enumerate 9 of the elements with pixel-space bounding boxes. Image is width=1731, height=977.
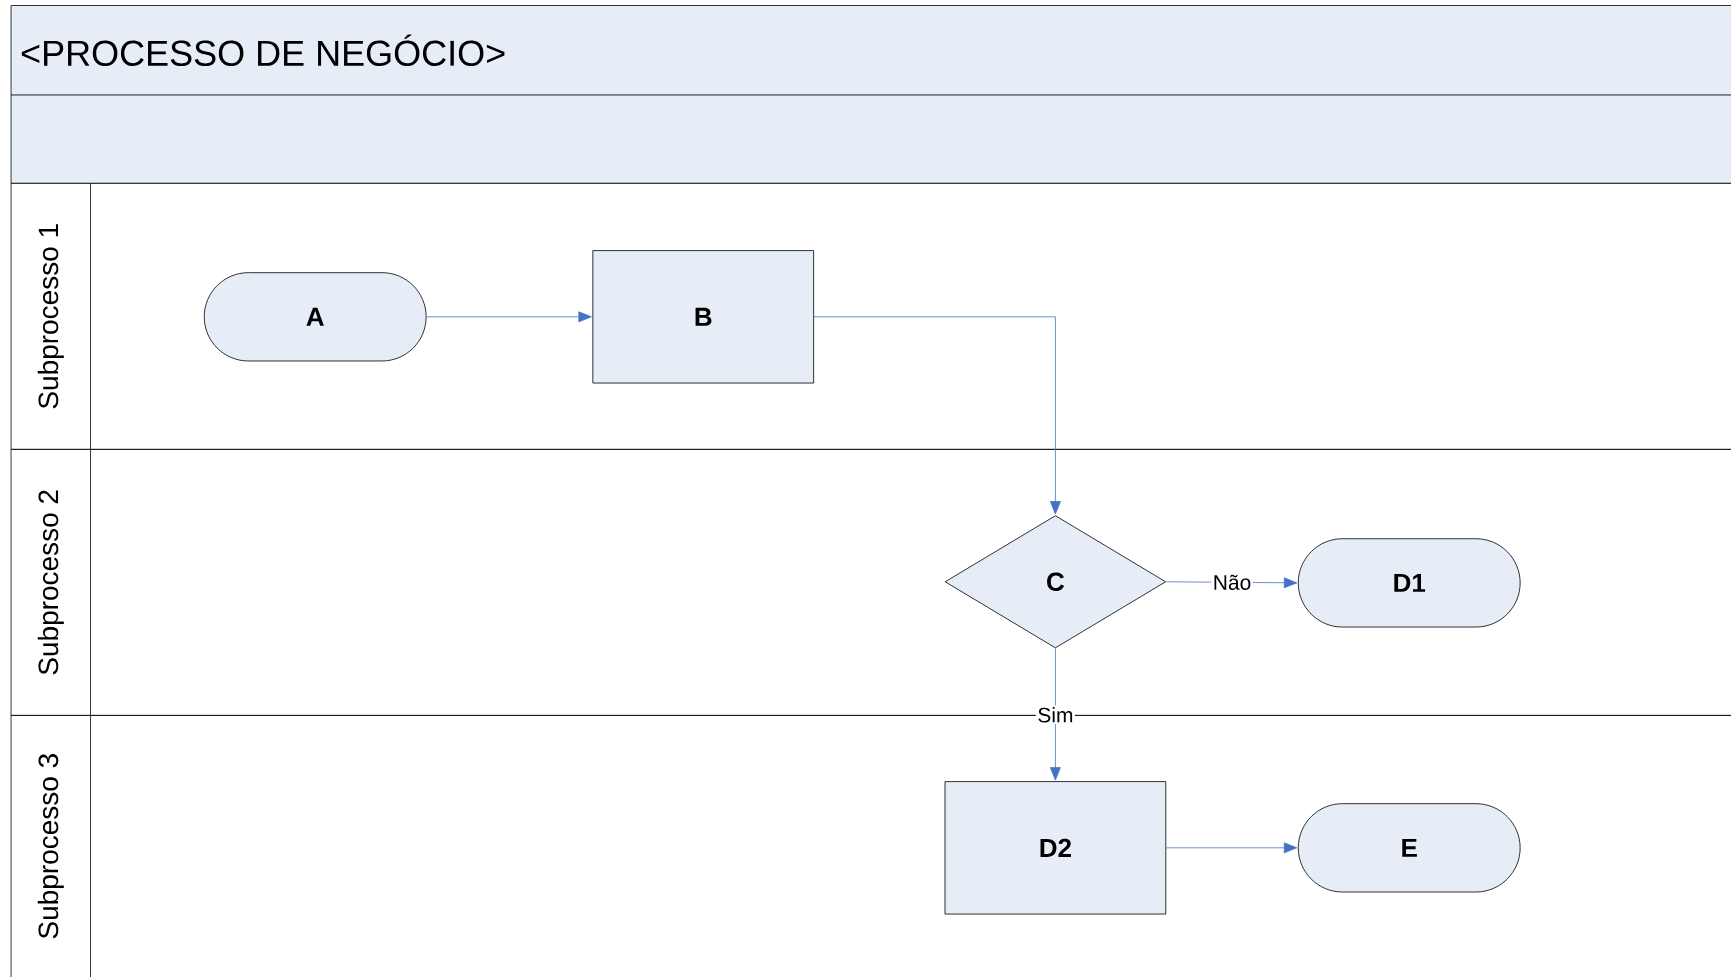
arrow (1050, 648, 1061, 781)
process-box: B (592, 250, 815, 384)
title-band: <PROCESSO DE NEGÓCIO> (10, 5, 1731, 96)
process-box: D2 (944, 781, 1167, 915)
arrow (813, 316, 1061, 515)
edge-label: Não (1211, 573, 1253, 592)
edge-label: Sim (1035, 705, 1075, 724)
arrow (426, 311, 592, 323)
arrow (1165, 842, 1298, 854)
